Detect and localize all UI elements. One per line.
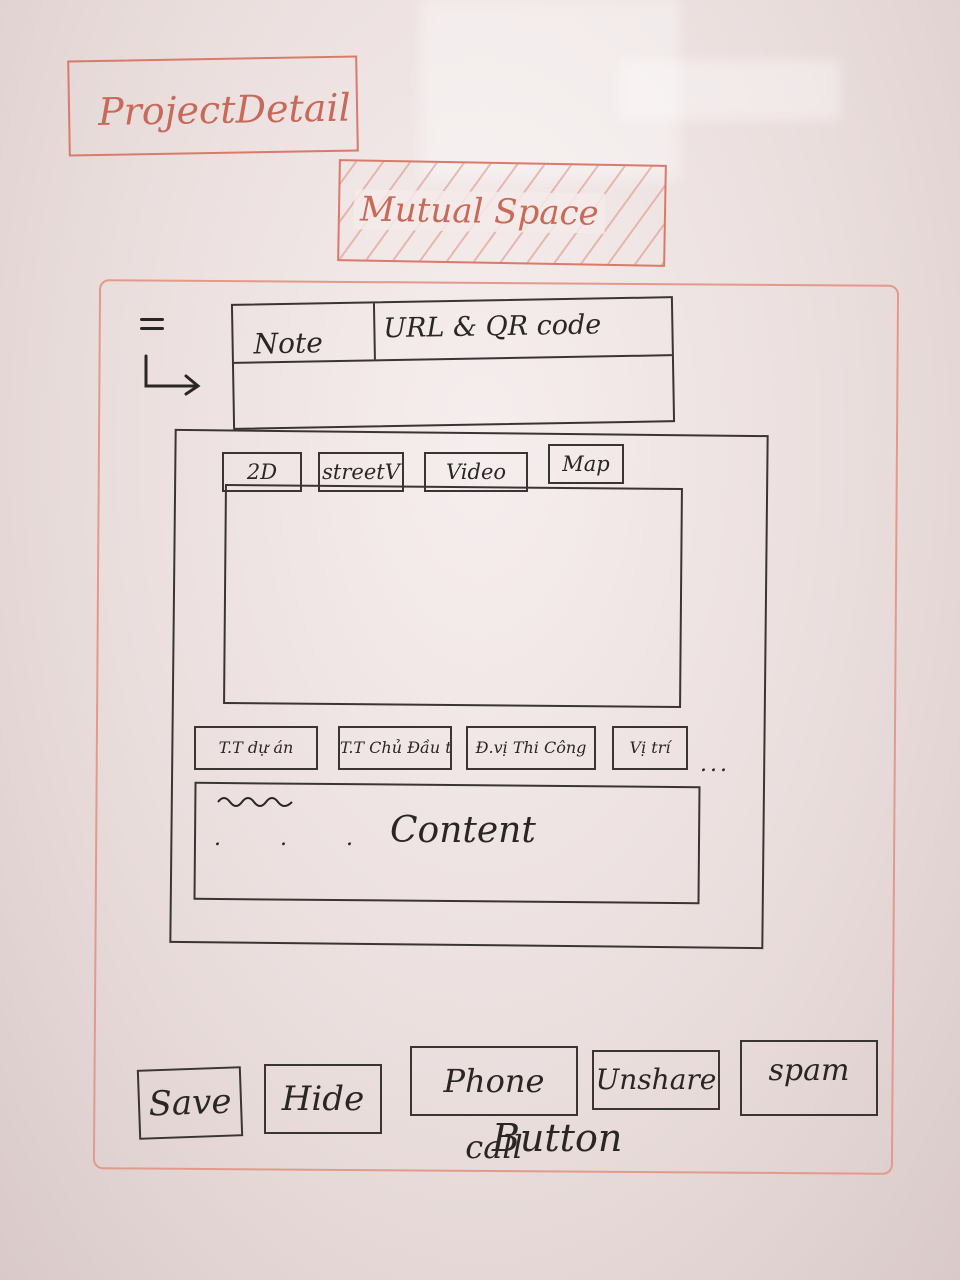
- hide-button[interactable]: Hide: [264, 1064, 382, 1134]
- page-title: ProjectDetail: [97, 85, 352, 135]
- glare: [420, 0, 680, 180]
- info-tabs-more[interactable]: ...: [700, 752, 730, 777]
- tab-url-qr-code[interactable]: URL & QR code: [383, 309, 602, 345]
- info-tab-location[interactable]: Vị trí: [612, 726, 688, 770]
- media-tab-map[interactable]: Map: [548, 444, 624, 484]
- phone-call-button[interactable]: Phone call: [410, 1046, 578, 1166]
- text-scribble-icon: [217, 797, 293, 807]
- info-tab-investor[interactable]: T.T Chủ Đầu tư: [338, 726, 452, 770]
- info-tab-contractor[interactable]: Đ.vị Thi Công: [466, 726, 596, 770]
- info-tab-project[interactable]: T.T dự án: [194, 726, 318, 770]
- content-dots: . . .: [214, 826, 379, 851]
- media-tab-street-view[interactable]: streetV: [318, 452, 404, 492]
- media-viewer[interactable]: [223, 484, 683, 708]
- share-arrow-icon[interactable]: [140, 352, 206, 396]
- tab-divider: [372, 303, 376, 360]
- save-button[interactable]: Save: [136, 1066, 244, 1140]
- content-label: Content: [390, 810, 536, 851]
- tab-note[interactable]: Note: [253, 326, 324, 361]
- spam-button[interactable]: spam: [740, 1040, 878, 1116]
- mutual-space-box: Mutual Space: [337, 159, 667, 267]
- header-tabs: Note URL & QR code: [230, 296, 676, 430]
- glare: [620, 60, 840, 120]
- buttons-caption: Button: [492, 1116, 623, 1160]
- hamburger-menu-icon[interactable]: [140, 318, 164, 336]
- mutual-space-label: Mutual Space: [353, 189, 606, 234]
- unshare-button[interactable]: Unshare: [592, 1050, 720, 1110]
- media-tab-video[interactable]: Video: [424, 452, 528, 492]
- page-title-box: ProjectDetail: [67, 55, 359, 157]
- media-tab-2d[interactable]: 2D: [222, 452, 302, 492]
